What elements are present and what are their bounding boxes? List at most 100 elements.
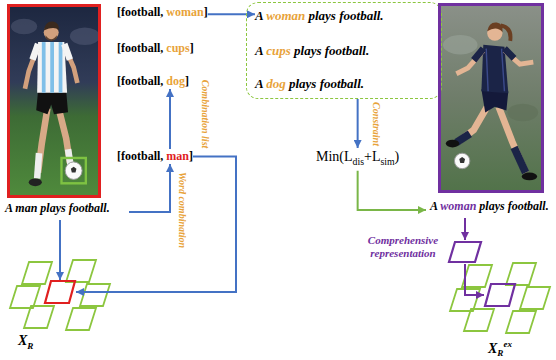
illustration-shape (59, 42, 63, 93)
connector (59, 220, 61, 280)
illustration-shape (441, 6, 541, 190)
woman-football-photo (441, 6, 541, 190)
illustration-shape (24, 306, 54, 328)
connector (129, 164, 170, 212)
illustration-shape (50, 42, 54, 93)
node-text: [football, man] (117, 149, 193, 164)
parallelogram (449, 242, 481, 262)
image-panel: A woman plays football. (426, 3, 555, 218)
highlight-word: cups (266, 43, 291, 58)
script-part: dis (353, 156, 364, 167)
loss-formula: Min(Ldis+Lsim) (316, 148, 399, 171)
word-pair: [football, cups] (117, 41, 194, 56)
illustration-shape (65, 162, 82, 180)
highlight-word: dog (266, 76, 286, 91)
illustration-shape (506, 263, 536, 285)
edge-label: Word combination (176, 172, 188, 248)
illustration-shape (459, 157, 465, 163)
illustration-shape (462, 265, 492, 287)
illustration-shape (474, 49, 484, 61)
parallelogram-outline (448, 240, 482, 264)
illustration-shape (514, 147, 526, 172)
edge-label: Constraint (370, 102, 382, 146)
illustration-shape (71, 167, 77, 173)
image-panel: A man plays football. (5, 4, 129, 220)
script-part: ex (503, 339, 512, 349)
connector (464, 218, 466, 240)
illustration-shape (66, 260, 96, 282)
highlight-word: woman (266, 8, 305, 23)
parallelogram (485, 284, 515, 306)
illustration-shape (454, 153, 469, 168)
script-part: R (497, 348, 503, 358)
man-football-photo (10, 7, 100, 195)
parallelogram-outline (44, 280, 76, 304)
illustration-shape (32, 44, 38, 60)
illustration-shape (36, 91, 68, 114)
connector (358, 171, 426, 210)
illustration-shape (22, 262, 52, 284)
illustration-shape (44, 22, 59, 31)
illustration-shape (499, 107, 526, 173)
illustration-shape (10, 286, 40, 308)
connector (208, 13, 255, 15)
illustration-shape (61, 158, 85, 183)
script-part: sim (380, 156, 394, 167)
illustration-shape (64, 44, 70, 60)
illustration-shape (37, 153, 39, 178)
illustration-shape (507, 104, 538, 121)
node-text: A man plays football. (5, 201, 110, 216)
node-text: A dog plays football. (255, 76, 364, 92)
node-text: [football, dog] (117, 74, 189, 89)
illustration-shape (520, 287, 550, 309)
node-text: XR (18, 332, 33, 355)
image-frame (7, 4, 101, 198)
illustration-shape (42, 42, 46, 93)
connector (465, 264, 484, 295)
parallelogram (45, 281, 75, 303)
node-text: A cups plays football. (255, 43, 369, 59)
illustration-shape (46, 35, 57, 41)
node-text: XRex (488, 335, 512, 360)
highlight-word: cups (166, 41, 189, 55)
script-part: R (27, 341, 33, 351)
representation-box: XRex (484, 283, 516, 307)
sentence: A cups plays football. (255, 43, 369, 59)
illustration-shape (501, 25, 511, 40)
highlight-word: man (166, 149, 189, 163)
illustration-shape (29, 178, 42, 186)
parallelogram-outline (484, 283, 516, 307)
highlight-word: woman (166, 5, 203, 19)
illustration-shape (11, 19, 37, 35)
illustration-shape (37, 42, 67, 93)
word-pair: [football, woman] (117, 5, 208, 20)
illustration-shape (441, 6, 541, 190)
node-text: [football, cups] (117, 41, 194, 56)
edge-label: Combination list (199, 80, 211, 149)
illustration-shape (506, 311, 536, 333)
highlight-word: woman (440, 199, 476, 213)
node-text: Comprehensive representation (362, 234, 444, 260)
illustration-shape (464, 309, 494, 331)
illustration-shape (70, 27, 100, 45)
representation-box: Comprehensive representation (448, 240, 482, 264)
illustration-shape (504, 49, 514, 59)
connector (357, 99, 359, 148)
image-frame (438, 3, 544, 193)
illustration-shape (66, 308, 96, 330)
node-text: [football, woman] (117, 5, 208, 20)
sentence: A woman plays football. (255, 8, 384, 24)
illustration-shape (10, 7, 100, 195)
word-pair: [football, dog] (117, 74, 189, 89)
representation-box: XR (44, 280, 76, 304)
illustration-shape (80, 284, 110, 306)
illustration-shape (486, 49, 504, 92)
illustration-shape (522, 173, 537, 181)
illustration-shape (443, 35, 478, 54)
word-pair: [football, man] (117, 149, 193, 164)
highlight-word: dog (166, 74, 185, 88)
node-text: A woman plays football. (430, 199, 549, 214)
illustration-shape (456, 134, 469, 143)
node-text: Min(Ldis+Lsim) (316, 148, 399, 171)
